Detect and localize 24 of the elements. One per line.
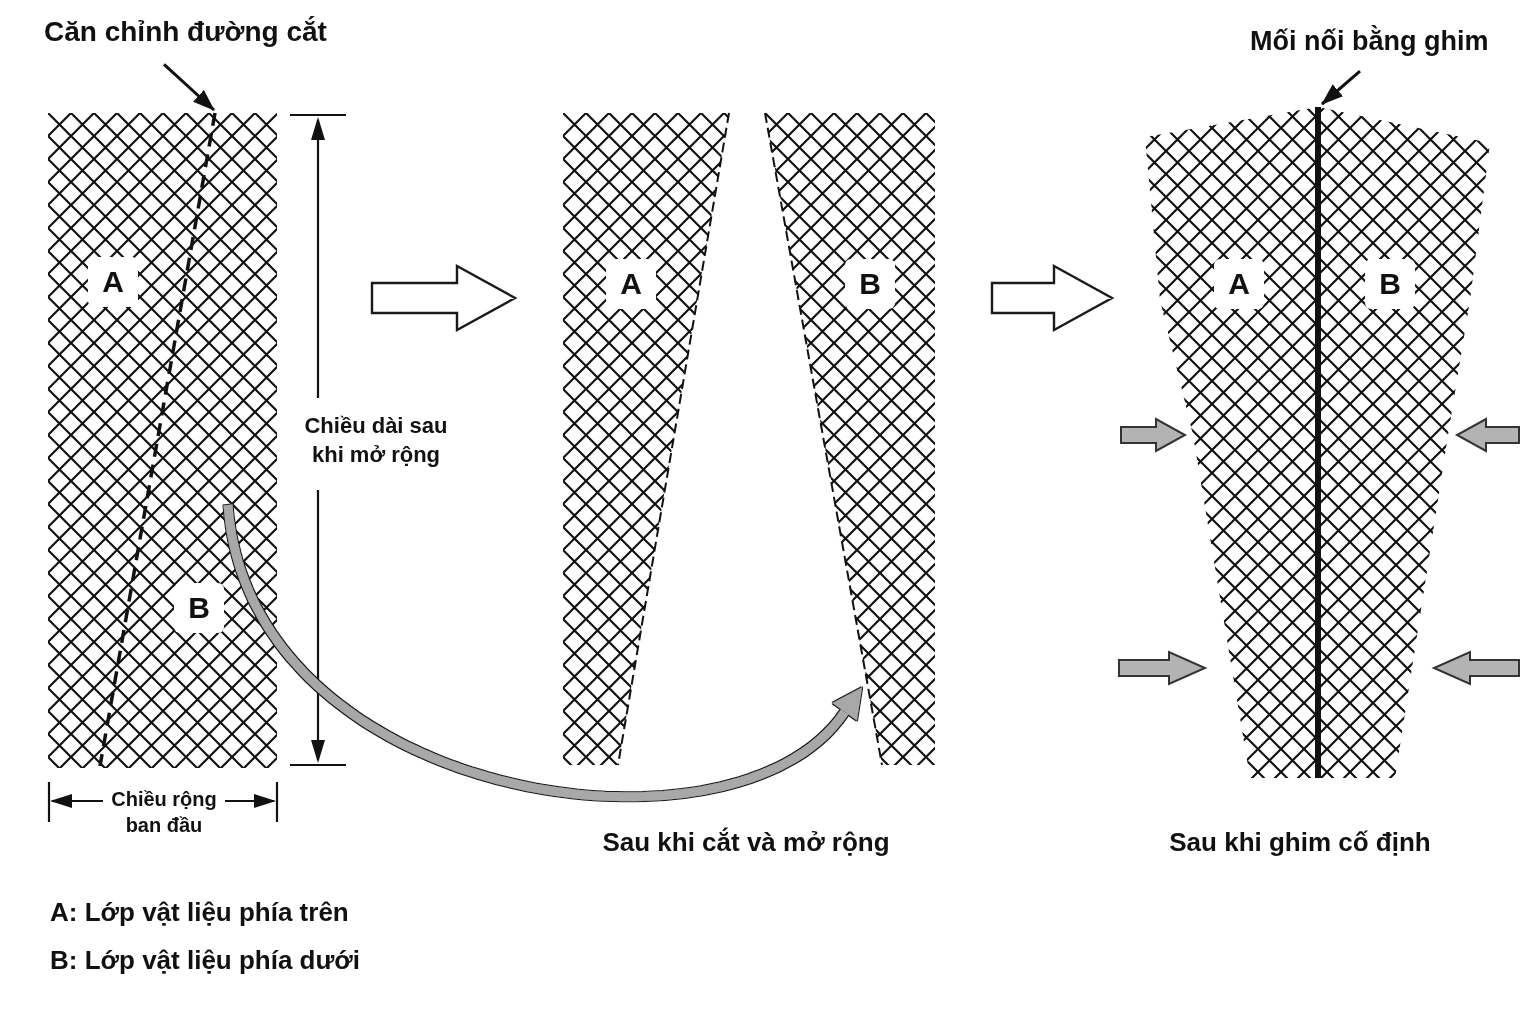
layer-letter: B [174,583,224,633]
leader-arrow [1321,69,1361,106]
key-text: B: Lớp vật liệu phía dưới [50,944,361,977]
block-arrow [370,263,518,333]
mesh-panel [1143,105,1492,778]
caption: Sau khi ghim cố định [1169,826,1431,859]
layer-letter: B [845,259,895,309]
callout-label: Mối nối bằng ghim [1250,24,1489,60]
mesh-panel [48,113,277,768]
caption: Sau khi cắt và mở rộng [602,826,890,859]
dimension-label: Chiều rộng ban đầu [110,787,218,838]
mesh-piece [765,113,935,765]
layer-letter: A [1214,259,1264,309]
block-arrow [990,263,1115,333]
dimension-label: Chiều dài sau khi mở rộng [303,412,449,469]
mesh-piece [563,113,729,765]
layer-letter: A [88,257,138,307]
leader-arrow [163,63,215,112]
key-text: A: Lớp vật liệu phía trên [50,896,349,929]
callout-label: Căn chỉnh đường cắt [44,14,327,51]
staple-seam [1315,107,1321,778]
layer-letter: B [1365,259,1415,309]
curved-arrow [223,504,863,802]
layer-letter: A [606,259,656,309]
